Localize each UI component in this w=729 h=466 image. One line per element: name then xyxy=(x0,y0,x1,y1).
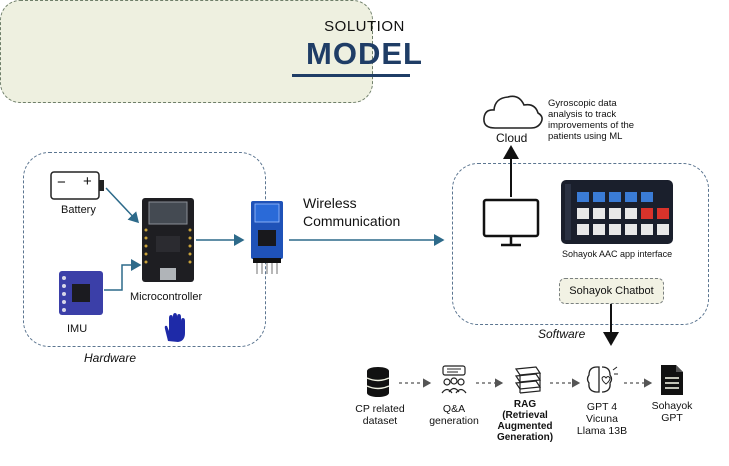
step-line: Generation) xyxy=(496,432,554,443)
hardware-panel-label: Hardware xyxy=(84,351,137,365)
people-icon xyxy=(441,365,467,394)
arrow-battery-to-micro xyxy=(105,187,140,224)
step-line: CP related xyxy=(355,403,405,415)
step-line: (Retrieval xyxy=(502,410,548,421)
battery-label: Battery xyxy=(61,204,96,216)
cloud-note-line: improvements of the xyxy=(548,120,635,131)
pipeline-panel xyxy=(0,0,373,103)
app-screenshot xyxy=(561,180,673,244)
imu-icon xyxy=(59,271,103,315)
step-line: Vicuna xyxy=(586,413,618,425)
document-icon xyxy=(661,365,683,395)
wireless-label-line2: Communication xyxy=(303,213,401,229)
battery-minus: − xyxy=(57,174,66,191)
brain-icon xyxy=(586,366,618,393)
cloud-note-line: analysis to track xyxy=(548,109,617,120)
cloud-note: Gyroscopic data analysis to track improv… xyxy=(548,98,634,142)
app-label: Sohayok AAC app interface xyxy=(562,249,673,259)
pipeline-step-rag: RAG (Retrieval Augmented Generation) xyxy=(494,399,556,443)
step-line: GPT xyxy=(661,412,683,424)
pipeline-step-dataset: CP related dataset xyxy=(352,403,408,427)
app-tiles xyxy=(565,184,669,240)
title-underline xyxy=(292,74,410,77)
battery-plus: + xyxy=(83,173,92,190)
software-panel xyxy=(452,163,709,325)
step-line: dataset xyxy=(362,415,398,427)
imu-label: IMU xyxy=(67,323,88,335)
microcontroller-label: Microcontroller xyxy=(130,291,203,303)
battery-icon xyxy=(50,171,104,200)
pipeline-step-gpt: Sohayok GPT xyxy=(646,400,698,424)
bluetooth-module-icon xyxy=(251,201,283,274)
cloud-note-line: Gyroscopic data xyxy=(548,98,617,109)
pipeline-step-llm: GPT 4 Vicuna Llama 13B xyxy=(571,401,633,437)
step-line: Q&A xyxy=(442,403,466,415)
step-line: Augmented xyxy=(497,421,553,432)
title-small: SOLUTION xyxy=(324,18,405,35)
step-line: GPT 4 xyxy=(586,401,618,413)
cloud-icon xyxy=(483,95,543,129)
microcontroller-icon xyxy=(142,198,194,282)
chatbot-box: Sohayok Chatbot xyxy=(559,278,664,304)
pipeline-step-qa: Q&A generation xyxy=(424,403,484,427)
database-icon xyxy=(366,367,390,397)
wireless-label-line1: Wireless xyxy=(303,195,357,211)
software-panel-label: Software xyxy=(538,327,586,341)
monitor-icon xyxy=(482,198,540,247)
step-line: RAG xyxy=(513,399,537,410)
step-line: Sohayok xyxy=(651,400,693,412)
hand-icon xyxy=(164,313,185,342)
step-line: generation xyxy=(429,415,479,427)
title-big: MODEL xyxy=(306,36,423,71)
cloud-note-line: patients using ML xyxy=(548,131,623,142)
stack-icon xyxy=(514,366,542,394)
cloud-label: Cloud xyxy=(496,131,528,145)
arrow-imu-to-micro xyxy=(104,259,142,291)
step-line: Llama 13B xyxy=(576,425,628,437)
